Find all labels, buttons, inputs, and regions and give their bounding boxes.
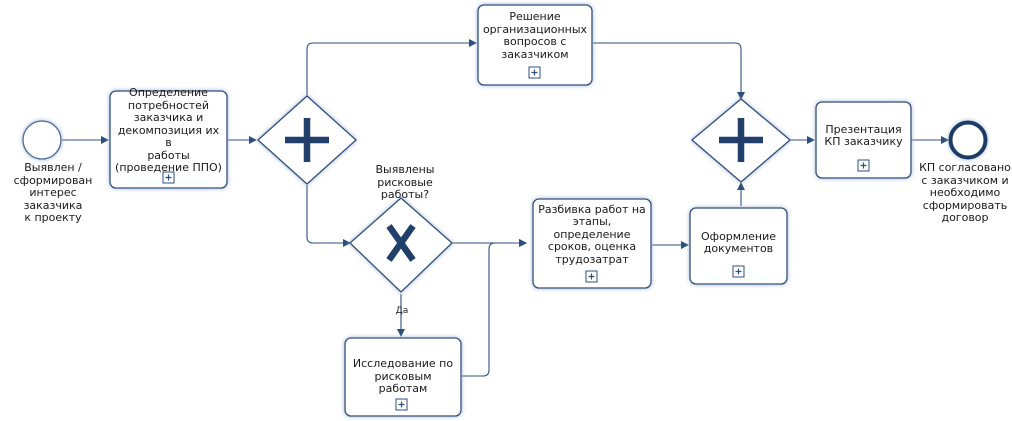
task-presentation[interactable]	[815, 101, 912, 179]
task-define-needs[interactable]	[109, 90, 228, 189]
task-presentation-label: Презентация КП заказчику	[824, 122, 903, 148]
sequence-flows	[62, 39, 949, 377]
task-org-questions-label: Решение организационных вопросов с заказ…	[482, 10, 588, 61]
end-event[interactable]	[948, 120, 988, 160]
subprocess-marker-icon	[732, 265, 745, 278]
end-event-label: КП согласовано с заказчиком и необходимо…	[919, 161, 1011, 224]
plus-icon	[285, 118, 329, 162]
parallel-gateway-join[interactable]	[690, 98, 792, 183]
subprocess-marker-icon	[585, 270, 598, 283]
subprocess-marker-icon	[528, 66, 541, 79]
risk-gateway-question-label: Выявлены рисковые работы?	[375, 163, 435, 201]
flow-split-to-risk-gateway	[306, 185, 351, 247]
subprocess-marker-icon	[857, 159, 870, 172]
task-risk-research[interactable]	[344, 337, 462, 417]
x-icon	[386, 224, 416, 262]
flow-split-to-org-questions	[306, 39, 477, 97]
parallel-gateway-split[interactable]	[257, 95, 357, 185]
exclusive-gateway-risk[interactable]	[349, 197, 453, 293]
flow-research-to-stages	[462, 239, 527, 377]
subprocess-marker-icon	[162, 171, 175, 184]
plus-icon	[719, 118, 763, 162]
task-documents-label: Оформление документов	[701, 229, 776, 255]
task-documents[interactable]	[689, 207, 788, 285]
flow-org-questions-to-join	[593, 42, 745, 100]
task-stages-split[interactable]	[532, 198, 652, 289]
start-event-label: Выявлен / сформирован интерес заказчика …	[13, 161, 93, 224]
subprocess-marker-icon	[395, 398, 408, 411]
start-event[interactable]	[22, 120, 62, 160]
task-define-needs-label: Определение потребностей заказчика и дек…	[115, 86, 222, 175]
task-org-questions[interactable]	[477, 4, 593, 86]
task-stages-split-label: Разбивка работ на этапы, определение сро…	[538, 202, 646, 266]
task-risk-research-label: Исследование по рисковым работам	[352, 357, 454, 396]
yes-flow-label: Да	[395, 306, 409, 316]
